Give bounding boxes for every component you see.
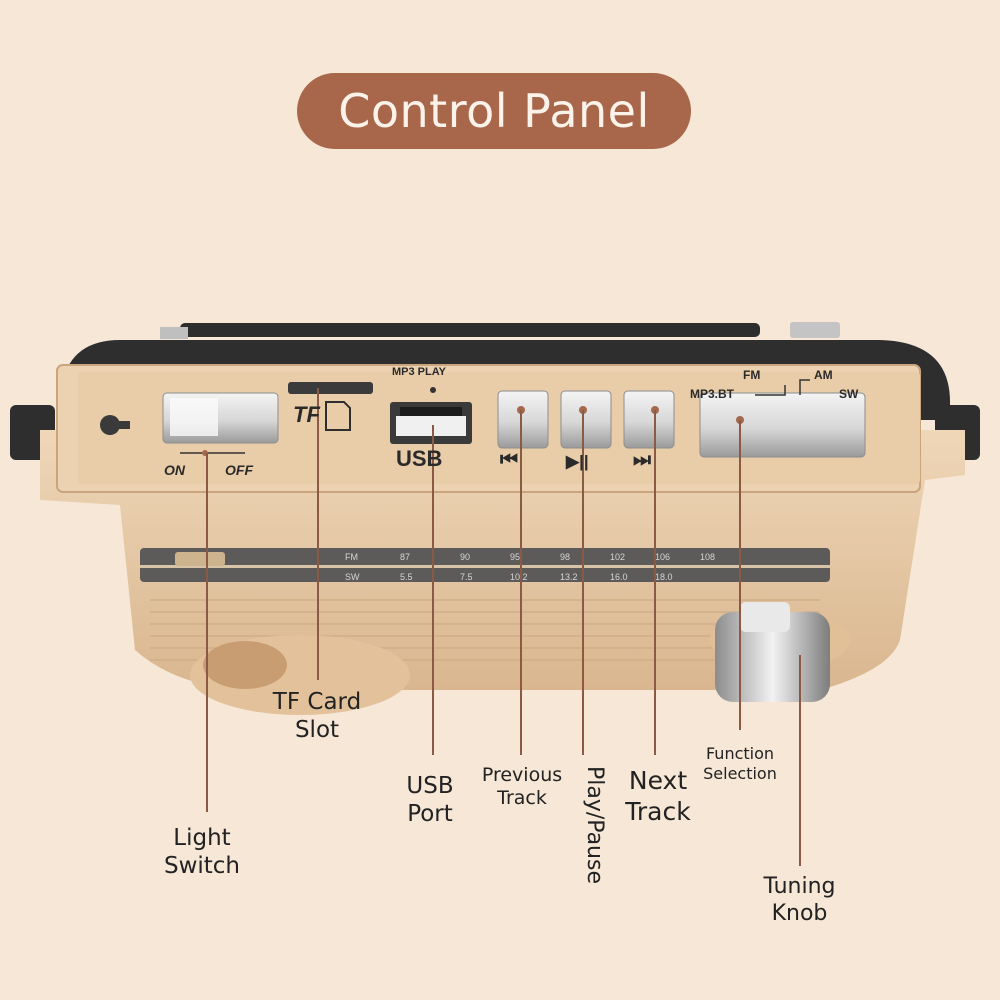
mp3-play-label: MP3 PLAY: [392, 366, 447, 378]
next-track-symbol: ⏭: [633, 449, 651, 471]
usb-label: USB: [396, 446, 443, 471]
tuning-knob-body: [715, 612, 830, 702]
svg-text:95: 95: [510, 552, 520, 562]
play-pause-callout: Play/Pause: [581, 766, 607, 884]
mode-mp3bt-label: MP3.BT: [690, 387, 735, 401]
previous-track-callout: Previous Track: [481, 764, 563, 810]
function-selector: [699, 392, 866, 458]
svg-text:18.0: 18.0: [655, 572, 673, 582]
function-selection-callout: Function Selection: [703, 744, 777, 783]
play-pause-button: [560, 390, 612, 449]
light-icon: [100, 415, 120, 435]
usb-port-callout: USB Port: [406, 773, 454, 828]
svg-text:108: 108: [700, 552, 715, 562]
light-switch-callout: Light Switch: [163, 825, 241, 880]
svg-text:FM: FM: [345, 552, 358, 562]
tf-label: TF: [293, 402, 320, 427]
tf-card-slot-callout: TF Card Slot: [272, 689, 362, 744]
tf-card-slot: [288, 382, 373, 394]
play-pause-symbol: ▶||: [566, 452, 589, 471]
mode-fm-label: FM: [743, 368, 761, 382]
title-banner: Control Panel: [297, 73, 691, 149]
off-label: OFF: [225, 462, 253, 478]
svg-text:10.2: 10.2: [510, 572, 528, 582]
svg-text:13.2: 13.2: [560, 572, 578, 582]
antenna: [180, 323, 760, 337]
tuning-knob-callout: Tuning Knob: [763, 874, 836, 926]
svg-text:106: 106: [655, 552, 670, 562]
svg-text:90: 90: [460, 552, 470, 562]
previous-track-symbol: ⏮: [500, 449, 518, 471]
on-label: ON: [164, 462, 185, 478]
next-track-callout: Next Track: [625, 766, 691, 826]
svg-text:SW: SW: [345, 572, 360, 582]
previous-track-button: [497, 390, 549, 449]
next-track-button: [623, 390, 675, 449]
svg-text:16.0: 16.0: [610, 572, 628, 582]
svg-text:102: 102: [610, 552, 625, 562]
svg-text:5.5: 5.5: [400, 572, 413, 582]
leader-lines: [206, 388, 801, 866]
svg-text:98: 98: [560, 552, 570, 562]
svg-text:87: 87: [400, 552, 410, 562]
mode-sw-label: SW: [839, 387, 859, 401]
mode-am-label: AM: [814, 368, 833, 382]
svg-text:7.5: 7.5: [460, 572, 473, 582]
page-title: Control Panel: [338, 84, 650, 138]
